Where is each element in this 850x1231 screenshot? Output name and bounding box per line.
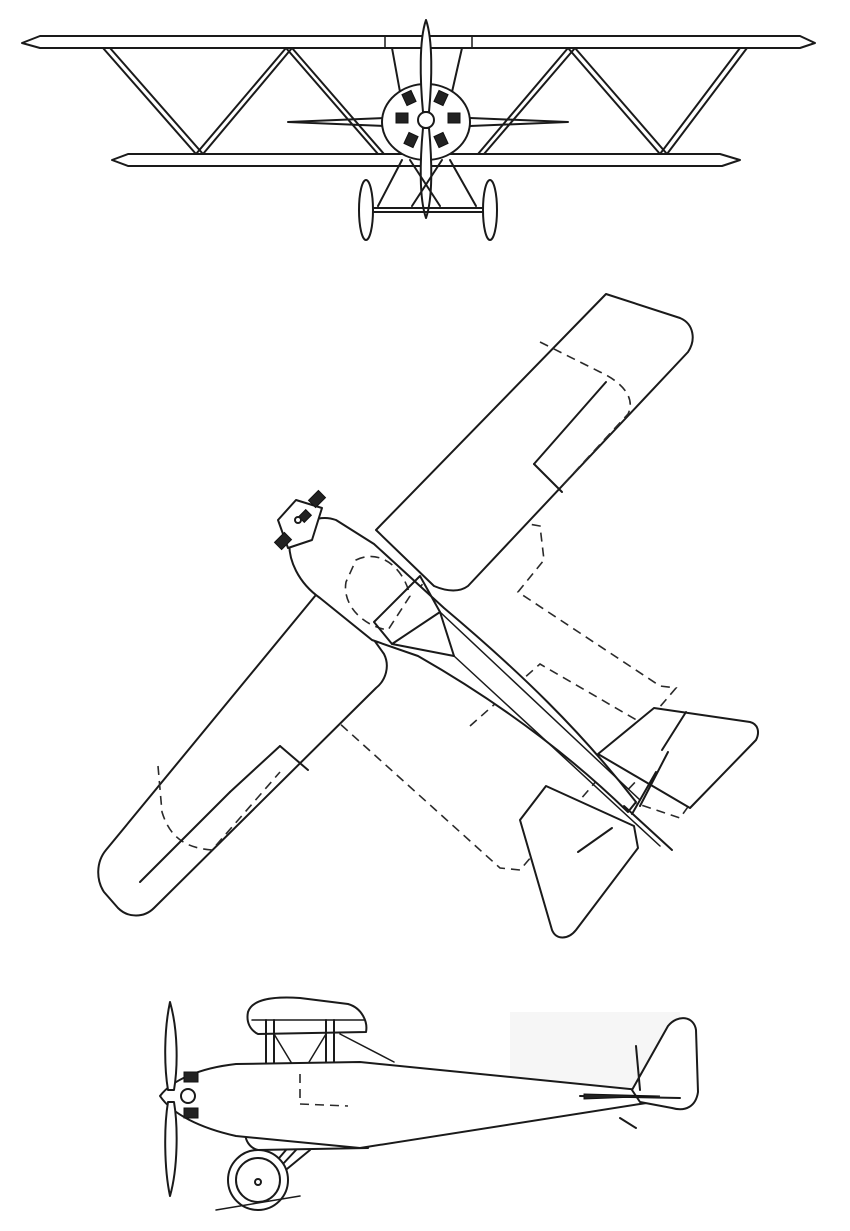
front-upper-wing (21, 35, 816, 49)
front-view (21, 19, 816, 241)
plan-tailplane (519, 707, 759, 939)
plan-engine (273, 489, 327, 551)
front-right-struts (477, 47, 748, 155)
plan-upper-wing-right (375, 293, 694, 592)
front-left-wheel (358, 179, 374, 241)
front-left-struts (102, 47, 385, 155)
front-propeller (419, 19, 433, 113)
side-engine (180, 1071, 199, 1119)
plan-view (97, 293, 759, 939)
plan-upper-wing-left (97, 589, 388, 917)
front-right-wheel (482, 179, 498, 241)
side-undercarriage (215, 1149, 311, 1211)
side-upper-wing (246, 996, 368, 1035)
side-view (159, 996, 699, 1211)
front-undercarriage (358, 159, 498, 241)
side-rudder (631, 1017, 699, 1111)
front-tailplane (287, 117, 569, 127)
front-engine-cylinders (395, 89, 461, 149)
side-propeller (164, 1001, 178, 1091)
